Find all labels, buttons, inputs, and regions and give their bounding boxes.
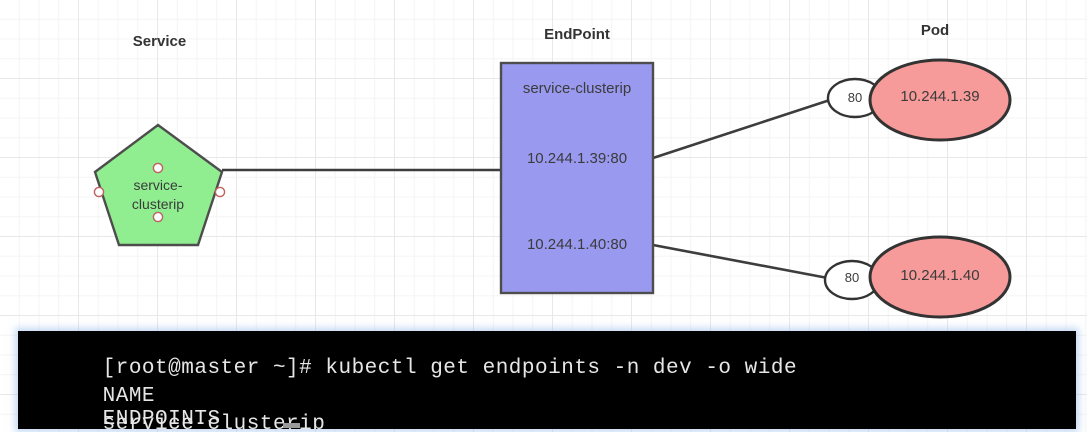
terminal-cursor [283, 423, 300, 428]
terminal-header-name: NAME [102, 385, 418, 408]
terminal-header-endpoints: ENDPOINTS [102, 408, 732, 429]
service-port-dot-bottom[interactable] [152, 211, 164, 223]
group-title-pod: Pod [920, 22, 950, 39]
service-port-dot-left[interactable] [93, 186, 105, 198]
terminal-window[interactable]: [root@master ~]# kubectl get endpoints -… [18, 331, 1076, 429]
endpoint-rectangle-shape[interactable] [499, 61, 655, 295]
group-title-service: Service [132, 33, 187, 50]
terminal-command: kubectl get endpoints -n dev -o wide [325, 357, 798, 380]
service-pentagon-shape[interactable] [93, 123, 224, 247]
service-port-dot-right[interactable] [214, 186, 226, 198]
terminal-data-row: service-clusterip 10.244.1.39:80,10.244.… [24, 390, 732, 429]
terminal-command-line: [root@master ~]# kubectl get endpoints -… [24, 334, 797, 403]
edge-endpoint-to-pod-1 [652, 96, 837, 160]
terminal-prompt: [root@master ~]# [102, 357, 326, 380]
terminal-row-name: service-clusterip [102, 413, 418, 429]
terminal-header-row: NAME ENDPOINTS AGE [24, 362, 732, 429]
pod-2-ellipse-shape[interactable] [868, 235, 1012, 319]
service-port-dot-top[interactable] [152, 162, 164, 174]
group-title-endpoint: EndPoint [544, 26, 610, 43]
pod-1-ellipse-shape[interactable] [868, 58, 1012, 142]
edge-endpoint-to-pod-2 [652, 243, 834, 281]
